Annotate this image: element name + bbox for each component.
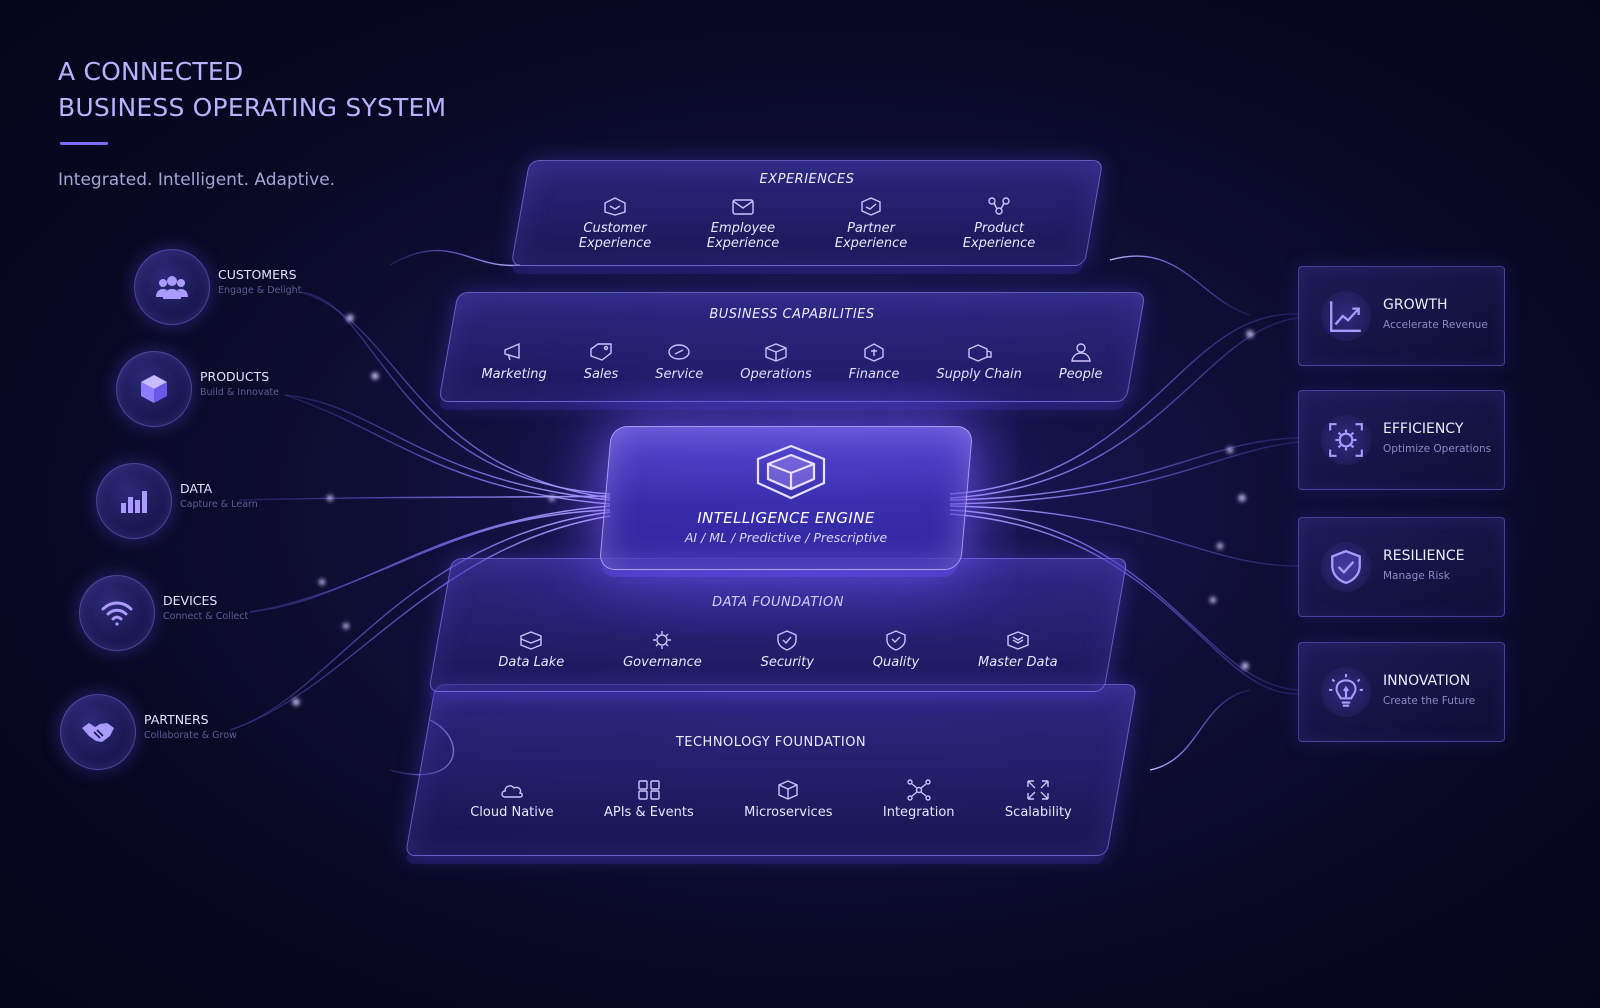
layer-data-foundation: DATA FOUNDATION Data Lake Governance Sec… (428, 558, 1128, 692)
intelligence-engine[interactable]: INTELLIGENCE ENGINE AI / ML / Predictive… (598, 426, 974, 570)
handshake-icon (60, 694, 136, 770)
technology-item[interactable]: Scalability (1005, 779, 1072, 820)
experience-item[interactable]: Partner Experience (835, 195, 907, 251)
governance-gear-icon (653, 631, 672, 649)
outcome-innovation[interactable]: INNOVATION Create the Future (1298, 642, 1505, 742)
supply-chain-icon (968, 344, 992, 362)
input-label: PARTNERS (144, 712, 209, 727)
people-icon (134, 249, 210, 325)
service-icon (668, 344, 690, 360)
capability-item[interactable]: Service (655, 341, 703, 382)
capability-item[interactable]: Operations (740, 341, 812, 382)
layer-business-capabilities: BUSINESS CAPABILITIES Marketing Sales Se… (438, 292, 1146, 402)
engine-title: INTELLIGENCE ENGINE (697, 509, 875, 527)
data-item[interactable]: Data Lake (498, 629, 564, 670)
person-icon (1070, 343, 1091, 362)
capability-item[interactable]: Finance (849, 341, 899, 382)
input-label: DEVICES (163, 593, 218, 608)
experience-item[interactable]: Customer Experience (579, 195, 651, 251)
security-shield-icon (777, 630, 797, 651)
input-sublabel: Build & Innovate (200, 387, 279, 398)
cube-outline-icon (778, 780, 798, 800)
input-sublabel: Capture & Learn (180, 499, 258, 510)
box-icon (765, 343, 787, 362)
title-divider (60, 142, 108, 145)
trend-up-icon (1321, 291, 1371, 341)
technology-item[interactable]: Cloud Native (470, 779, 554, 820)
input-label: PRODUCTS (200, 369, 270, 384)
outcome-sublabel: Manage Risk (1383, 570, 1450, 582)
expand-icon (1027, 780, 1050, 800)
input-label: CUSTOMERS (218, 267, 297, 282)
technology-item[interactable]: Microservices (744, 779, 832, 820)
data-item[interactable]: Security (761, 629, 814, 670)
input-sublabel: Connect & Collect (163, 611, 249, 622)
capability-item[interactable]: Marketing (481, 341, 547, 382)
quality-shield-icon (886, 630, 906, 651)
master-data-icon (1007, 631, 1029, 650)
capability-item[interactable]: Sales (584, 341, 618, 382)
input-sublabel: Engage & Delight (218, 285, 302, 296)
input-label: DATA (180, 481, 213, 496)
outcome-label: INNOVATION (1383, 673, 1471, 689)
outcome-sublabel: Optimize Operations (1383, 443, 1492, 455)
data-item[interactable]: Governance (623, 629, 702, 670)
data-lake-icon (520, 631, 543, 650)
product-experience-icon (988, 197, 1010, 215)
engine-subtitle: AI / ML / Predictive / Prescriptive (684, 530, 888, 545)
outcome-efficiency[interactable]: EFFICIENCY Optimize Operations (1298, 390, 1505, 490)
technology-item[interactable]: Integration (883, 779, 955, 820)
layer-title: EXPERIENCES (759, 172, 855, 187)
shield-check-icon (1321, 542, 1371, 592)
title-line-2: BUSINESS OPERATING SYSTEM (58, 93, 447, 122)
hexagon-core-icon (756, 444, 826, 500)
partner-experience-icon (861, 197, 881, 216)
customer-experience-icon (604, 197, 626, 216)
layer-experiences: EXPERIENCES Customer Experience Employee… (510, 160, 1104, 266)
experience-item[interactable]: Product Experience (963, 195, 1035, 251)
layer-title: BUSINESS CAPABILITIES (709, 307, 875, 322)
megaphone-icon (504, 342, 520, 361)
data-item[interactable]: Master Data (978, 629, 1058, 670)
technology-item[interactable]: APIs & Events (604, 779, 694, 820)
cube-icon (116, 351, 192, 427)
outcome-label: EFFICIENCY (1383, 421, 1464, 437)
layer-title: TECHNOLOGY FOUNDATION (675, 735, 867, 750)
finance-icon (864, 343, 884, 362)
page-title: A CONNECTED BUSINESS OPERATING SYSTEM (58, 54, 446, 126)
network-icon (906, 779, 931, 801)
gear-frame-icon (1321, 415, 1371, 465)
employee-experience-icon (732, 199, 754, 215)
experience-item[interactable]: Employee Experience (707, 195, 779, 251)
outcome-sublabel: Accelerate Revenue (1383, 319, 1488, 331)
outcome-label: GROWTH (1383, 297, 1448, 313)
data-item[interactable]: Quality (873, 629, 919, 670)
lightbulb-icon (1321, 667, 1371, 717)
capability-item[interactable]: People (1059, 341, 1103, 382)
outcome-label: RESILIENCE (1383, 548, 1465, 564)
outcome-growth[interactable]: GROWTH Accelerate Revenue (1298, 266, 1505, 366)
cloud-icon (501, 785, 523, 798)
bar-chart-icon (96, 463, 172, 539)
outcome-resilience[interactable]: RESILIENCE Manage Risk (1298, 517, 1505, 617)
layer-technology-foundation: TECHNOLOGY FOUNDATION Cloud Native APIs … (404, 684, 1138, 856)
input-sublabel: Collaborate & Grow (144, 730, 237, 741)
wifi-icon (79, 575, 155, 651)
page-subtitle: Integrated. Intelligent. Adaptive. (58, 170, 336, 190)
layer-title: DATA FOUNDATION (712, 595, 844, 610)
title-line-1: A CONNECTED (58, 57, 244, 86)
tag-icon (590, 343, 612, 361)
grid-icon (638, 780, 660, 800)
outcome-sublabel: Create the Future (1383, 695, 1476, 707)
capability-item[interactable]: Supply Chain (936, 341, 1022, 382)
